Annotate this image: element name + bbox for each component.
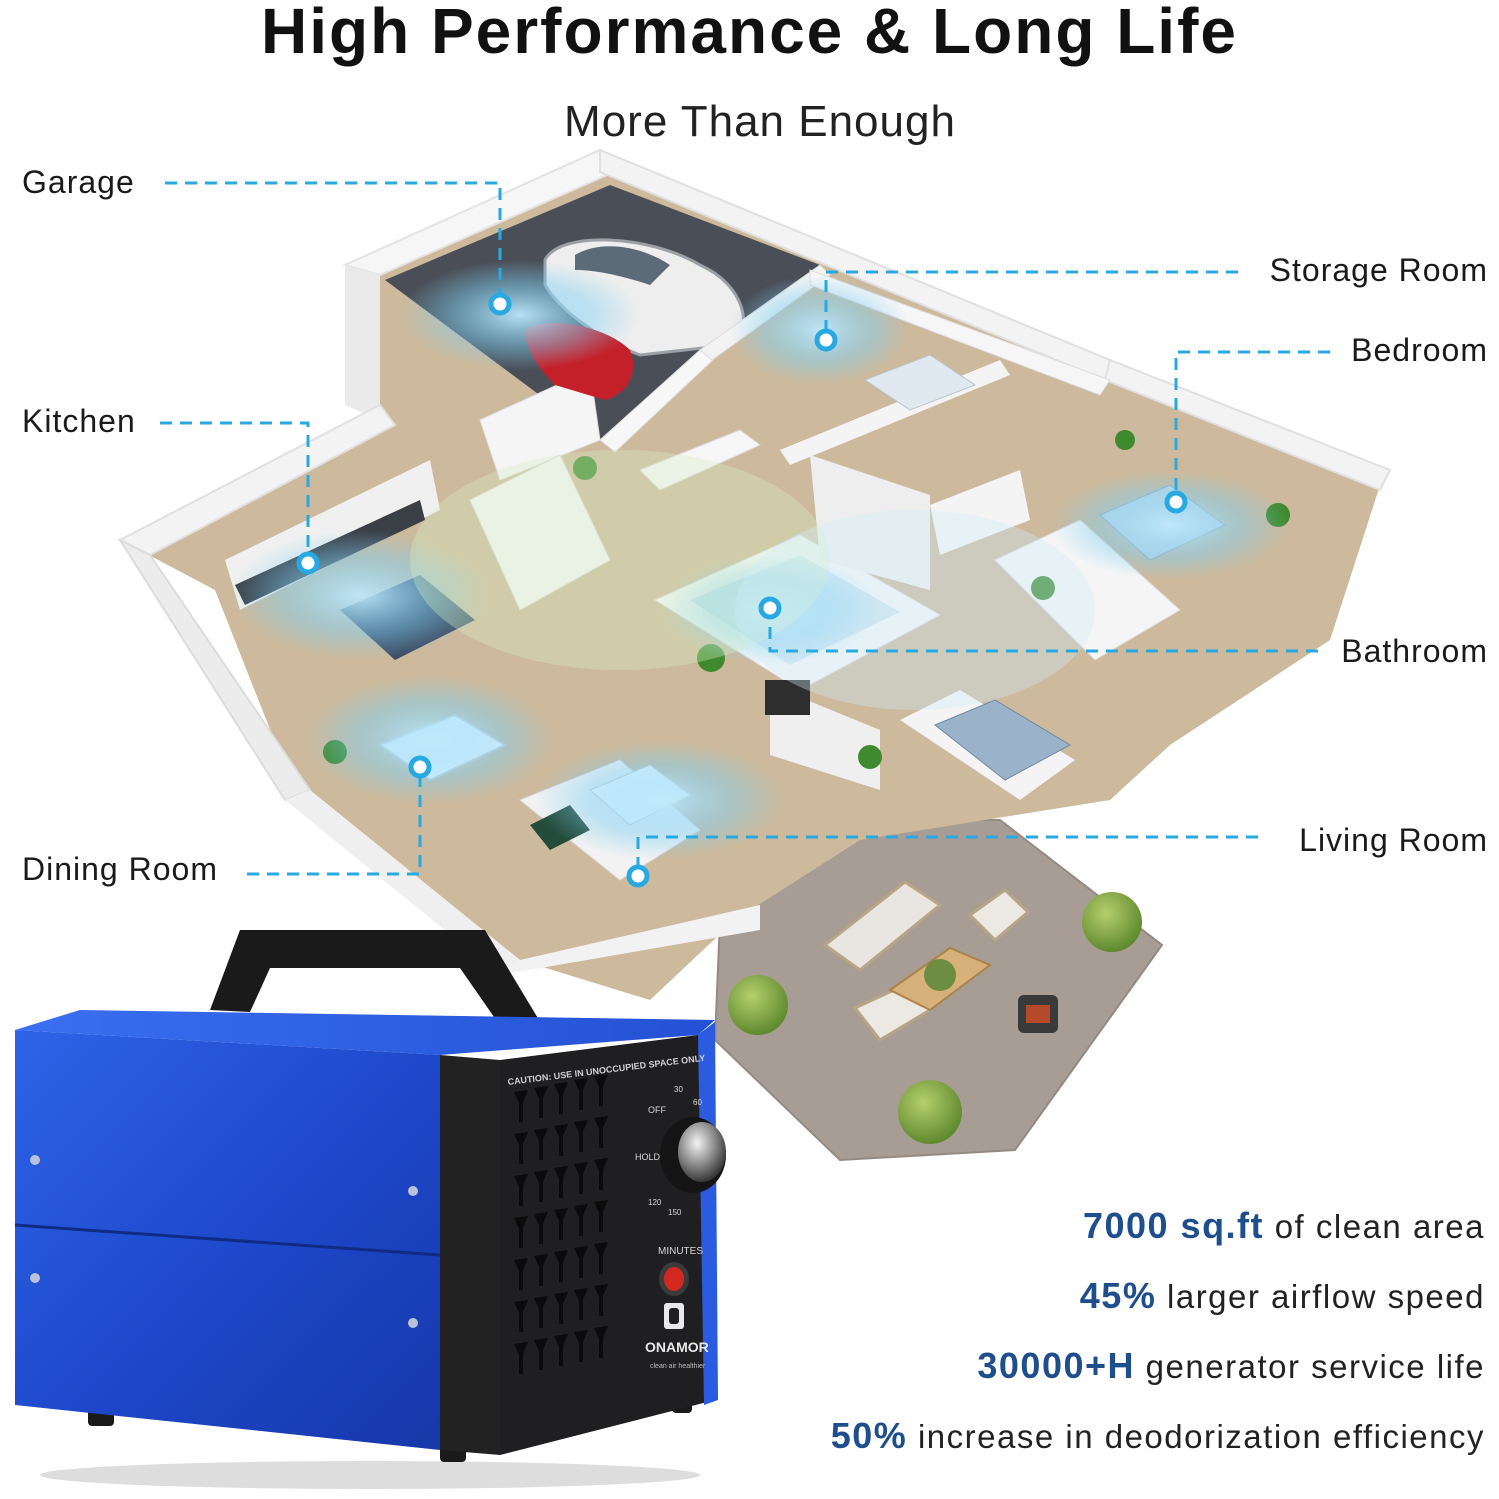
living-callout-line (636, 835, 1258, 876)
stat-service-life: 30000+H generator service life (725, 1336, 1485, 1406)
vent-slot (554, 1166, 568, 1198)
stat-text: generator service life (1135, 1348, 1485, 1385)
feature-stats: 7000 sq.ft of clean area 45% larger airf… (725, 1196, 1485, 1476)
stat-clean-area: 7000 sq.ft of clean area (725, 1196, 1485, 1266)
stat-value: 50% (830, 1415, 908, 1456)
bedroom-callout-line (1174, 350, 1330, 502)
vent-slot (554, 1124, 568, 1156)
power-switch[interactable] (664, 1267, 684, 1291)
brand-tagline: clean air healthier (650, 1363, 706, 1370)
dial-tick-60: 60 (693, 1098, 702, 1107)
vent-slot (594, 1284, 608, 1316)
vent-slot (514, 1132, 528, 1164)
vent-slot (594, 1200, 608, 1232)
vent-slot (514, 1258, 528, 1290)
vent-slot (534, 1212, 548, 1244)
stat-text: of clean area (1264, 1208, 1485, 1245)
vent-slot (514, 1342, 528, 1374)
page-title: High Performance & Long Life (261, 0, 1238, 67)
vent-slot (534, 1338, 548, 1370)
vent-slot (574, 1078, 588, 1110)
dial-tick-150: 150 (668, 1208, 682, 1217)
kitchen-dot (296, 551, 320, 575)
vent-slot (534, 1170, 548, 1202)
label-storage-room: Storage Room (1269, 252, 1488, 288)
vent-slot (554, 1334, 568, 1366)
dial-label-hold: HOLD (635, 1152, 661, 1162)
label-dining-room: Dining Room (22, 851, 218, 887)
vent-slot (514, 1090, 528, 1122)
vent-slot (574, 1204, 588, 1236)
brand-name: ONAMOR (645, 1339, 709, 1355)
dial-tick-120: 120 (648, 1198, 662, 1207)
ozone-generator: CAUTION: USE IN UNOCCUPIED SPACE ONLY OF… (14, 930, 726, 1489)
stat-value: 7000 sq.ft (1082, 1205, 1265, 1246)
vent-slot (574, 1330, 588, 1362)
vent-slot (594, 1074, 608, 1106)
dial-label-off: OFF (648, 1105, 666, 1115)
vent-slot (534, 1254, 548, 1286)
vent-slot (574, 1162, 588, 1194)
vent-grille (514, 1074, 608, 1374)
airflow-glows (230, 260, 1290, 860)
label-kitchen: Kitchen (22, 403, 136, 439)
bathroom-dot (758, 596, 782, 620)
garage-dot (488, 292, 512, 316)
vent-slot (574, 1120, 588, 1152)
brand-logo-icon (664, 1303, 684, 1329)
kitchen-callout-line (160, 421, 310, 563)
vent-slot (574, 1288, 588, 1320)
callout-lines (160, 181, 1330, 876)
stat-text: larger airflow speed (1156, 1278, 1485, 1315)
dial-unit-label: MINUTES (658, 1246, 703, 1257)
dial-tick-30: 30 (674, 1085, 683, 1094)
vent-slot (594, 1242, 608, 1274)
dining-callout-line (247, 767, 422, 876)
vent-slot (594, 1116, 608, 1148)
callout-dots (296, 292, 1188, 888)
stat-deodorization: 50% increase in deodorization efficiency (725, 1406, 1485, 1476)
storage-callout-line (824, 270, 1238, 340)
label-garage: Garage (22, 164, 135, 200)
vent-slot (554, 1292, 568, 1324)
vent-slot (554, 1208, 568, 1240)
vent-slot (534, 1128, 548, 1160)
dining-dot (408, 755, 432, 779)
vent-slot (574, 1246, 588, 1278)
stat-value: 45% (1079, 1275, 1157, 1316)
handle (210, 930, 545, 1040)
stat-text: increase in deodorization efficiency (907, 1418, 1485, 1455)
vent-slot (594, 1158, 608, 1190)
vent-slot (534, 1086, 548, 1118)
label-bedroom: Bedroom (1351, 332, 1488, 368)
label-bathroom: Bathroom (1341, 633, 1488, 669)
storage-dot (814, 328, 838, 352)
stat-value: 30000+H (977, 1345, 1136, 1386)
vent-slot (554, 1082, 568, 1114)
vent-slot (534, 1296, 548, 1328)
vent-slot (514, 1174, 528, 1206)
page-subtitle: More Than Enough (564, 97, 956, 146)
bedroom-dot (1164, 490, 1188, 514)
vent-slot (554, 1250, 568, 1282)
living-dot (626, 864, 650, 888)
bathroom-callout-line (768, 608, 1318, 653)
stat-airflow: 45% larger airflow speed (725, 1266, 1485, 1336)
vent-slot (594, 1326, 608, 1358)
label-living-room: Living Room (1299, 822, 1488, 858)
garage-callout-line (165, 181, 502, 304)
vent-slot (514, 1300, 528, 1332)
patio (713, 819, 1164, 1162)
vent-slot (514, 1216, 528, 1248)
